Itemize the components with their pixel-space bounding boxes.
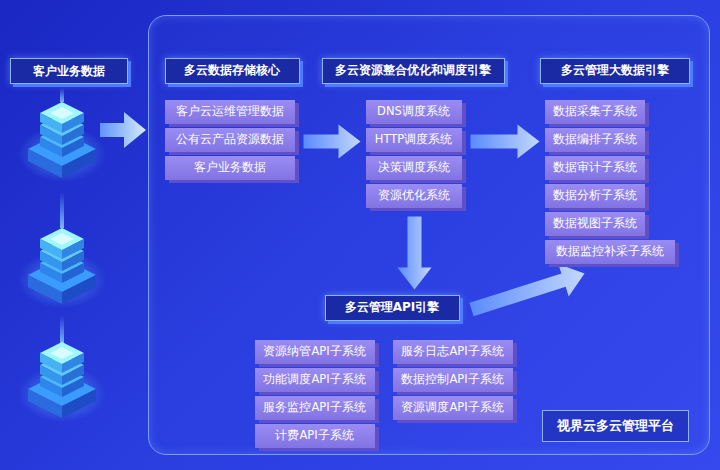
group-header: 多云资源整合优化和调度引擎 xyxy=(322,58,505,84)
node-label: 服务日志API子系统 xyxy=(401,345,503,359)
data-block: 数据采集子系统 xyxy=(545,100,645,124)
node-label: 客户业务数据 xyxy=(194,161,266,175)
data-block: 数据控制API子系统 xyxy=(393,368,513,392)
platform-region: 多云数据存储核心客户云运维管理数据公有云产品资源数据客户业务数据 多云资源整合优化… xyxy=(148,15,710,455)
node-label: 多云管理大数据引擎 xyxy=(561,63,669,77)
data-block: 服务监控API子系统 xyxy=(255,396,375,420)
data-block: 客户云运维管理数据 xyxy=(165,100,295,124)
data-block: 客户业务数据 xyxy=(165,156,295,180)
data-block: 公有云产品资源数据 xyxy=(165,128,295,152)
group-header: 多云管理API引擎 xyxy=(325,295,460,321)
node-label: 计费API子系统 xyxy=(275,429,353,443)
node-label: 数据监控补采子系统 xyxy=(556,245,664,259)
node-label: 数据编排子系统 xyxy=(553,133,637,147)
data-block: 数据编排子系统 xyxy=(545,128,645,152)
data-block: 服务日志API子系统 xyxy=(393,340,513,364)
node-label: 多云数据存储核心 xyxy=(184,63,280,77)
node-label: 功能调度API子系统 xyxy=(263,373,365,387)
data-block: 数据视图子系统 xyxy=(545,212,645,236)
node-label: 客户业务数据 xyxy=(33,64,105,78)
node-label: 多云管理API引擎 xyxy=(345,300,440,314)
node-label: 数据分析子系统 xyxy=(553,189,637,203)
node-label: 公有云产品资源数据 xyxy=(176,133,284,147)
node-label: 数据审计子系统 xyxy=(553,161,637,175)
node-label: 数据控制API子系统 xyxy=(401,373,503,387)
node-label: 数据采集子系统 xyxy=(553,105,637,119)
data-block: 资源调度API子系统 xyxy=(393,396,513,420)
node-label: 资源优化系统 xyxy=(378,189,450,203)
group-header: 多云数据存储核心 xyxy=(165,58,300,84)
data-block: 数据审计子系统 xyxy=(545,156,645,180)
node-label: HTTP调度系统 xyxy=(375,133,452,147)
node-label: DNS调度系统 xyxy=(377,105,450,119)
data-block: HTTP调度系统 xyxy=(366,128,462,152)
node-label: 决策调度系统 xyxy=(378,161,450,175)
data-block: 功能调度API子系统 xyxy=(255,368,375,392)
data-block: 决策调度系统 xyxy=(366,156,462,180)
node-label: 资源调度API子系统 xyxy=(401,401,503,415)
platform-title: 视界云多云管理平台 xyxy=(542,410,689,442)
data-block: 资源优化系统 xyxy=(366,184,462,208)
data-block: DNS调度系统 xyxy=(366,100,462,124)
node-label: 数据视图子系统 xyxy=(553,217,637,231)
data-block: 资源纳管API子系统 xyxy=(255,340,375,364)
data-block: 数据监控补采子系统 xyxy=(545,240,675,264)
node-label: 多云资源整合优化和调度引擎 xyxy=(335,63,491,77)
group-header: 多云管理大数据引擎 xyxy=(540,58,690,84)
data-block: 计费API子系统 xyxy=(255,424,375,448)
node-label: 客户云运维管理数据 xyxy=(176,105,284,119)
node-label: 服务监控API子系统 xyxy=(263,401,365,415)
group-header: 客户业务数据 xyxy=(10,58,128,84)
node-label: 资源纳管API子系统 xyxy=(263,345,365,359)
data-block: 数据分析子系统 xyxy=(545,184,645,208)
